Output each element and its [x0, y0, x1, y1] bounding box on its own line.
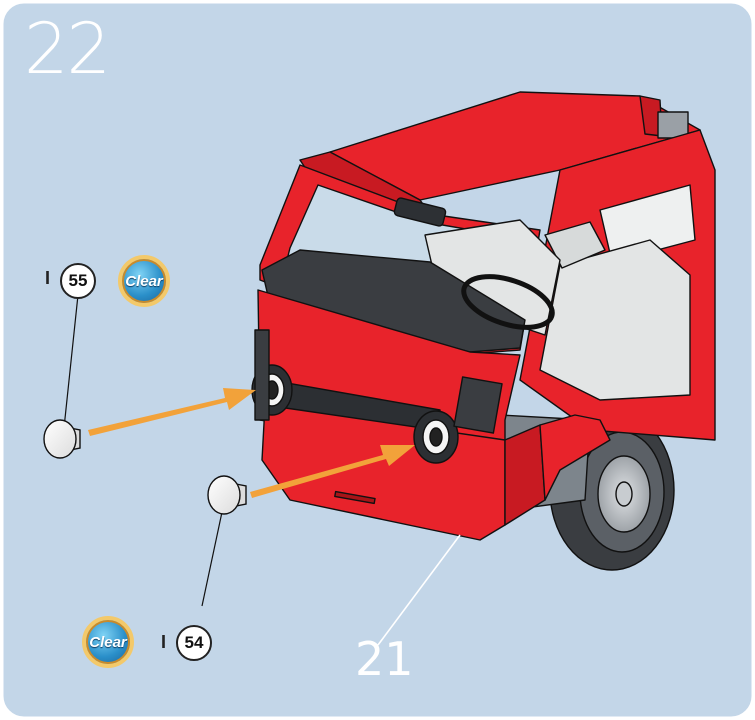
headlight-socket-right: [414, 411, 458, 463]
quantity-mark-55: I: [45, 268, 50, 289]
quantity-mark-54: I: [161, 632, 166, 653]
part-number-54: 54: [176, 625, 212, 661]
target-part-label: 21: [355, 636, 414, 682]
step-number: 22: [24, 14, 109, 84]
fire-truck-cab-illustration: [252, 92, 715, 570]
part-number-55: 55: [60, 263, 96, 299]
clear-material-badge-55: Clear: [118, 255, 170, 307]
clear-material-badge-54: Clear: [82, 616, 134, 668]
